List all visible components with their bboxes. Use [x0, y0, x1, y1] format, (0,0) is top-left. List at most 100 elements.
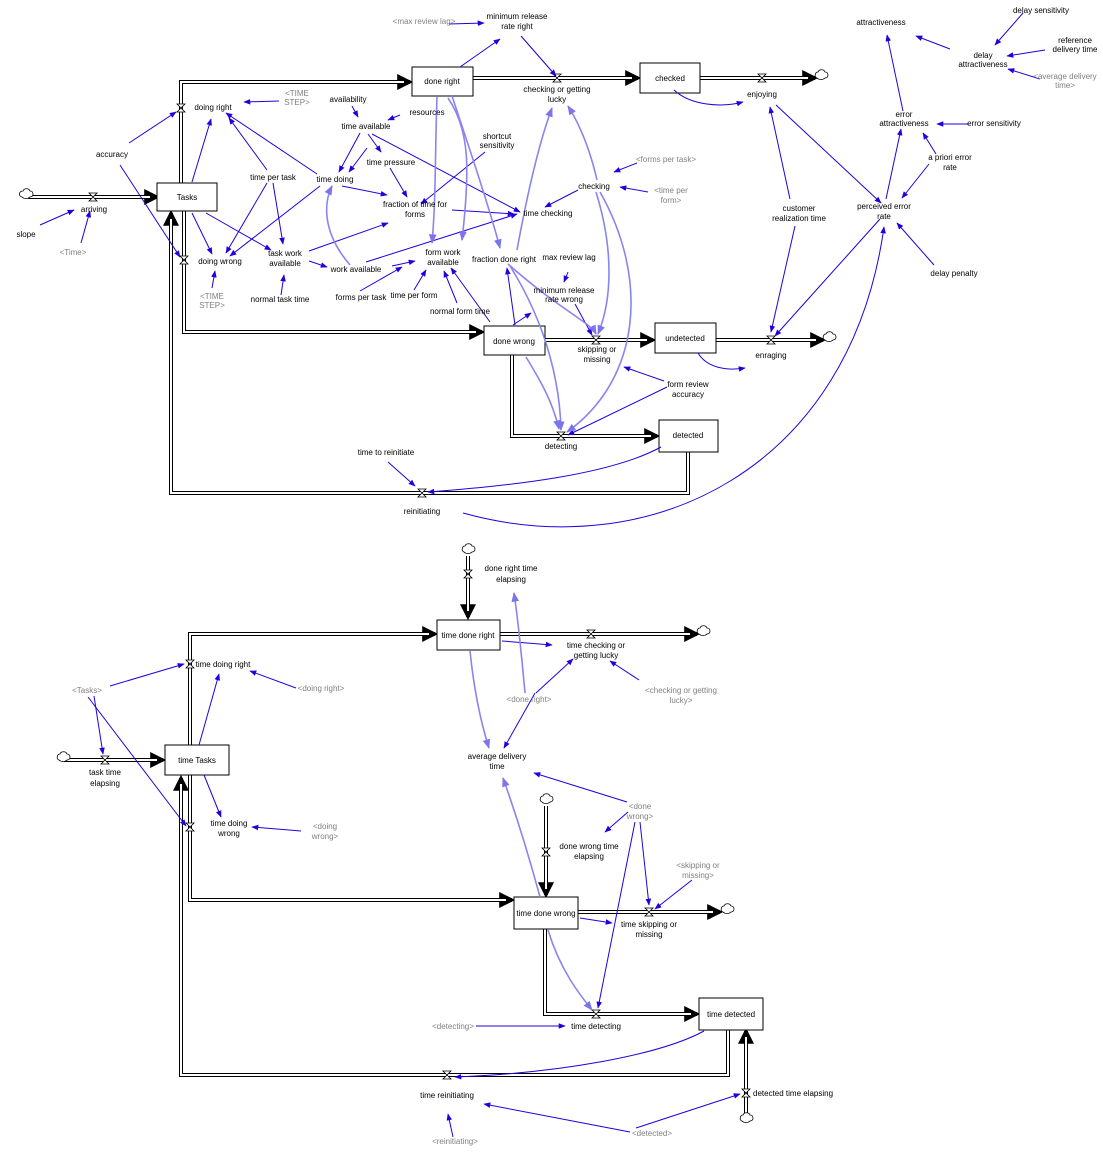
flow-enjoying[interactable]: enjoying [747, 90, 777, 99]
valve-icon [179, 255, 189, 265]
flow-reinitiating[interactable]: reinitiating [404, 507, 440, 516]
cloud-icon [696, 625, 711, 636]
stock-time-done-wrong[interactable]: time done wrong [513, 896, 579, 930]
var-time-pressure[interactable]: time pressure [367, 158, 416, 167]
var-slope[interactable]: slope [16, 230, 36, 239]
flow-detecting[interactable]: detecting [545, 442, 577, 451]
shadow-forms-per-task[interactable]: <forms per task> [636, 155, 696, 164]
valve-icon [591, 335, 601, 345]
var-error-sensitivity[interactable]: error sensitivity [967, 119, 1021, 128]
stock-label: Tasks [177, 193, 197, 202]
var-work-available[interactable]: work available [330, 265, 382, 274]
var-delay-penalty[interactable]: delay penalty [930, 269, 977, 278]
flow-doing-right[interactable]: doing right [194, 103, 232, 112]
shadow-reinitiating[interactable]: <reinitiating> [432, 1137, 478, 1146]
shadow-time[interactable]: <Time> [60, 248, 87, 257]
valve-icon [185, 822, 195, 832]
flow-pipes-bottom [64, 556, 754, 1113]
shadow-doing-right[interactable]: <doing right> [298, 684, 345, 693]
var-max-review-lag[interactable]: max review lag [542, 253, 595, 262]
stock-time-done-right[interactable]: time done right [436, 619, 501, 651]
var-checking[interactable]: checking [578, 182, 610, 191]
stock-tasks[interactable]: Tasks [156, 182, 218, 212]
var-normal-task-time[interactable]: normal task time [251, 295, 310, 304]
var-normal-form-time[interactable]: normal form time [430, 307, 491, 316]
stock-time-detected[interactable]: time detected [698, 997, 764, 1031]
var-fraction-done-right[interactable]: fraction done right [472, 255, 537, 264]
stock-time-tasks[interactable]: time Tasks [164, 744, 230, 776]
var-accuracy[interactable]: accuracy [96, 150, 128, 159]
stock-label: done wrong [493, 337, 535, 346]
var-delay-sensitivity[interactable]: delay sensitivity [1013, 6, 1069, 15]
shadow-detected[interactable]: <detected> [632, 1129, 672, 1138]
flow-enraging[interactable]: enraging [755, 351, 786, 360]
stock-label: time Tasks [178, 756, 216, 765]
valve-icon [644, 907, 654, 917]
flow-doing-wrong[interactable]: doing wrong [198, 257, 242, 266]
valve-icon [463, 569, 473, 579]
shadow-tasks[interactable]: <Tasks> [72, 686, 102, 695]
causal-links-bottom [87, 592, 741, 1138]
stock-detected[interactable]: detected [658, 419, 719, 453]
var-attractiveness[interactable]: attractiveness [856, 18, 905, 27]
shadow-done-right[interactable]: <done right> [507, 695, 552, 704]
shadow-detecting[interactable]: <detecting> [432, 1022, 474, 1031]
var-time-checking[interactable]: time checking [524, 209, 573, 218]
stock-done-right[interactable]: done right [411, 66, 474, 97]
var-time-doing[interactable]: time doing [317, 175, 354, 184]
flow-time-reinitiating[interactable]: time reinitiating [420, 1091, 474, 1100]
cloud-icons [19, 69, 837, 1123]
var-time-to-reinitiate[interactable]: time to reinitiate [358, 448, 415, 457]
var-resources[interactable]: resources [409, 108, 444, 117]
shadow-max-review-lag[interactable]: <max review lag> [393, 17, 456, 26]
var-time-per-form[interactable]: time per form [390, 291, 437, 300]
var-availability[interactable]: availability [330, 95, 367, 104]
var-forms-per-task[interactable]: forms per task [336, 293, 388, 302]
valve-icon [88, 192, 98, 202]
stock-done-wrong[interactable]: done wrong [483, 325, 546, 356]
stock-checked[interactable]: checked [639, 62, 701, 94]
var-time-per-task[interactable]: time per task [250, 173, 297, 182]
flow-arriving[interactable]: arriving [81, 205, 107, 214]
stock-undetected[interactable]: undetected [654, 322, 717, 354]
cloud-icon [739, 1112, 754, 1123]
flow-time-detecting[interactable]: time detecting [571, 1022, 621, 1031]
var-time-available[interactable]: time available [342, 122, 391, 131]
valve-icon [541, 847, 551, 857]
flow-time-doing-right[interactable]: time doing right [196, 660, 251, 669]
cloud-icon [720, 903, 735, 914]
flow-detected-time-elapsing[interactable]: detected time elapsing [753, 1089, 833, 1098]
